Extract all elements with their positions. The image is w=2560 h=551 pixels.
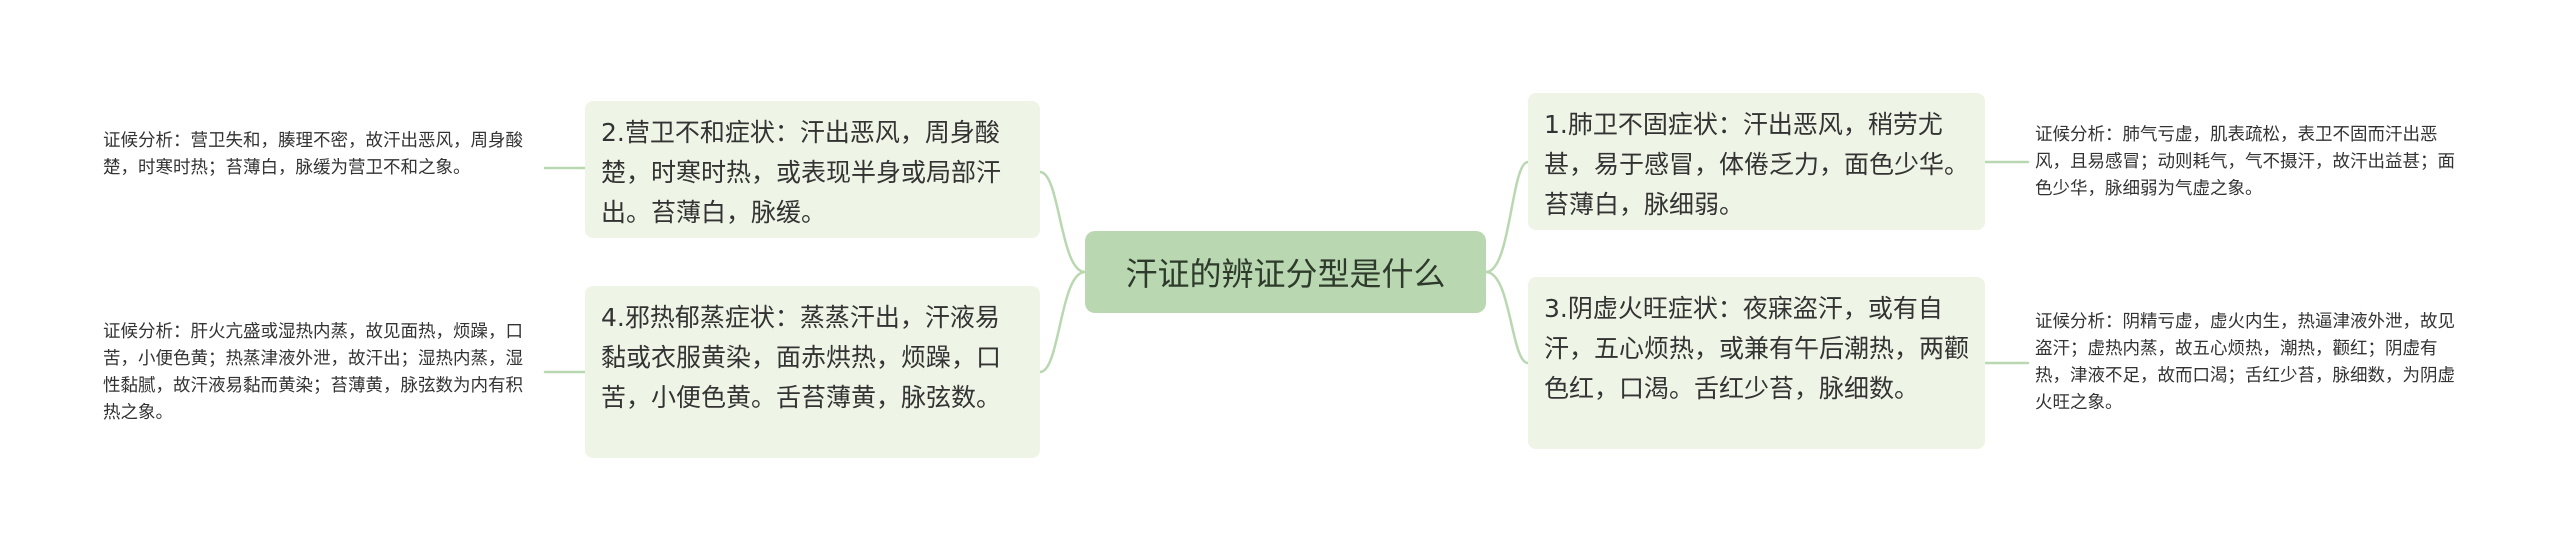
branch-node-1[interactable]: 1.肺卫不固症状：汗出恶风，稍劳尤甚，易于感冒，体倦乏力，面色少华。苔薄白，脉细… xyxy=(1528,93,1985,230)
analysis-3-text: 证候分析：阴精亏虚，虚火内生，热逼津液外泄，故见盗汗；虚热内蒸，故五心烦热，潮热… xyxy=(2035,312,2455,413)
branch-node-3[interactable]: 3.阴虚火旺症状：夜寐盗汗，或有自汗，五心烦热，或兼有午后潮热，两颧色红，口渴。… xyxy=(1528,277,1985,449)
analysis-1-text: 证候分析：肺气亏虚，肌表疏松，表卫不固而汗出恶风，且易感冒；动则耗气，气不摄汗，… xyxy=(2035,125,2455,199)
analysis-node-4[interactable]: 证候分析：肝火亢盛或湿热内蒸，故见面热，烦躁，口苦，小便色黄；热蒸津液外泄，故汗… xyxy=(103,319,538,427)
connector-root-branch-2 xyxy=(1038,170,1087,274)
analysis-node-1[interactable]: 证候分析：肺气亏虚，肌表疏松，表卫不固而汗出恶风，且易感冒；动则耗气，气不摄汗，… xyxy=(2035,122,2467,203)
branch-node-2[interactable]: 2.营卫不和症状：汗出恶风，周身酸楚，时寒时热，或表现半身或局部汗出。苔薄白，脉… xyxy=(585,101,1040,238)
branch-3-symptom: 3.阴虚火旺症状：夜寐盗汗，或有自汗，五心烦热，或兼有午后潮热，两颧色红，口渴。… xyxy=(1544,294,1970,403)
connector-root-branch-4 xyxy=(1038,270,1087,374)
analysis-2-text: 证候分析：营卫失和，腠理不密，故汗出恶风，周身酸楚，时寒时热；苔薄白，脉缓为营卫… xyxy=(103,131,523,178)
connector-root-branch-3 xyxy=(1484,270,1530,365)
root-topic[interactable]: 汗证的辨证分型是什么 xyxy=(1085,231,1486,313)
branch-2-symptom: 2.营卫不和症状：汗出恶风，周身酸楚，时寒时热，或表现半身或局部汗出。苔薄白，脉… xyxy=(601,118,1002,227)
analysis-node-3[interactable]: 证候分析：阴精亏虚，虚火内生，热逼津液外泄，故见盗汗；虚热内蒸，故五心烦热，潮热… xyxy=(2035,309,2470,417)
root-title: 汗证的辨证分型是什么 xyxy=(1125,255,1446,293)
branch-1-symptom: 1.肺卫不固症状：汗出恶风，稍劳尤甚，易于感冒，体倦乏力，面色少华。苔薄白，脉细… xyxy=(1544,110,1970,219)
branch-4-symptom: 4.邪热郁蒸症状：蒸蒸汗出，汗液易黏或衣服黄染，面赤烘热，烦躁，口苦，小便色黄。… xyxy=(601,303,1002,412)
analysis-4-text: 证候分析：肝火亢盛或湿热内蒸，故见面热，烦躁，口苦，小便色黄；热蒸津液外泄，故汗… xyxy=(103,322,523,423)
connector-root-branch-1 xyxy=(1484,160,1530,274)
analysis-node-2[interactable]: 证候分析：营卫失和，腠理不密，故汗出恶风，周身酸楚，时寒时热；苔薄白，脉缓为营卫… xyxy=(103,128,535,209)
branch-node-4[interactable]: 4.邪热郁蒸症状：蒸蒸汗出，汗液易黏或衣服黄染，面赤烘热，烦躁，口苦，小便色黄。… xyxy=(585,286,1040,458)
